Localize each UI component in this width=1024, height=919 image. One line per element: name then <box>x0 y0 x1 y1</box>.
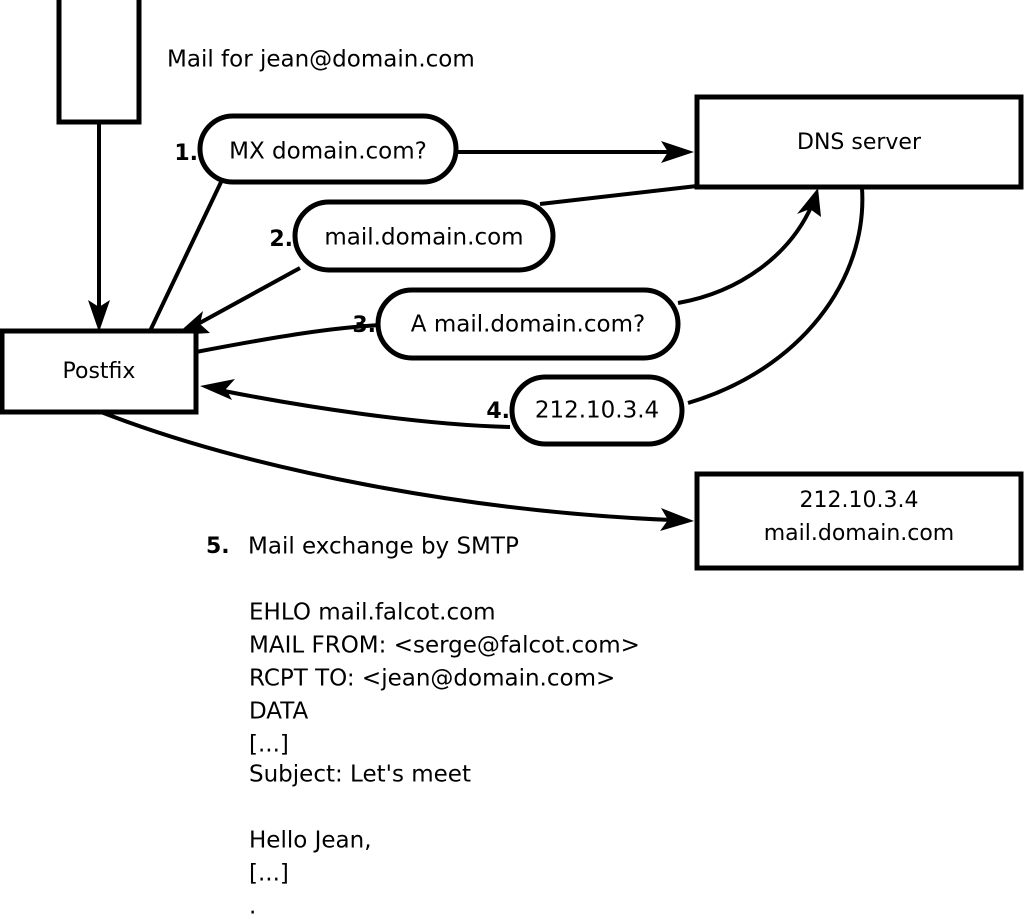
edge-postfix-to-a-question <box>195 323 381 354</box>
step-5-label: Mail exchange by SMTP <box>248 534 519 560</box>
smtp-transcript-line: [...] <box>249 732 289 758</box>
node-remote-mail-server[interactable]: 212.10.3.4 mail.domain.com <box>694 471 1024 571</box>
node-postfix[interactable]: Postfix <box>0 328 199 415</box>
bubble-step-4[interactable]: 212.10.3.4 <box>509 374 685 447</box>
remote-server-host-label: mail.domain.com <box>764 521 955 546</box>
step-3-number: 3. <box>352 313 376 338</box>
node-mail-client[interactable] <box>56 0 142 125</box>
smtp-transcript-line: RCPT TO: <jean@domain.com> <box>249 666 615 692</box>
smtp-transcript: EHLO mail.falcot.com MAIL FROM: <serge@f… <box>249 600 640 919</box>
smtp-transcript-line: DATA <box>249 699 309 725</box>
step-2-number: 2. <box>269 227 293 252</box>
step-5-number: 5. <box>206 534 230 559</box>
step-2-label: mail.domain.com <box>324 225 523 251</box>
step-4-number: 4. <box>486 399 510 424</box>
edge-postfix-to-remote-server <box>100 410 694 531</box>
bubble-step-2[interactable]: mail.domain.com <box>292 199 556 273</box>
bubble-step-3[interactable]: A mail.domain.com? <box>375 287 681 361</box>
edge-postfix-to-mx-bubble <box>148 179 224 332</box>
bubble-step-1[interactable]: MX domain.com? <box>197 113 459 185</box>
node-dns-server[interactable]: DNS server <box>694 94 1024 190</box>
step-3-label: A mail.domain.com? <box>411 312 645 338</box>
edge-dns-to-a-answer <box>687 187 865 405</box>
edge-answer-bubble-to-postfix <box>176 266 301 335</box>
edge-a-question-to-dns <box>677 188 821 305</box>
remote-server-ip-label: 212.10.3.4 <box>800 488 919 513</box>
smtp-transcript-line: [...] <box>249 861 289 887</box>
dns-server-label: DNS server <box>797 130 922 155</box>
smtp-transcript-line: Hello Jean, <box>249 828 372 854</box>
smtp-transcript-line: MAIL FROM: <serge@falcot.com> <box>249 633 640 659</box>
step-1-number: 1. <box>174 141 198 166</box>
diagram-title: Mail for jean@domain.com <box>167 47 475 73</box>
edge-client-to-postfix <box>88 122 110 332</box>
postfix-label: Postfix <box>63 359 136 384</box>
smtp-transcript-line: EHLO mail.falcot.com <box>249 600 496 626</box>
smtp-transcript-line: Subject: Let's meet <box>249 762 471 788</box>
edge-dns-to-answer-bubble <box>539 184 698 206</box>
smtp-transcript-line: . <box>249 894 256 919</box>
edge-a-answer-to-postfix <box>200 379 511 429</box>
step-4-label: 212.10.3.4 <box>535 398 659 424</box>
step-1-label: MX domain.com? <box>229 139 427 165</box>
edge-mx-bubble-to-dns <box>458 141 694 163</box>
